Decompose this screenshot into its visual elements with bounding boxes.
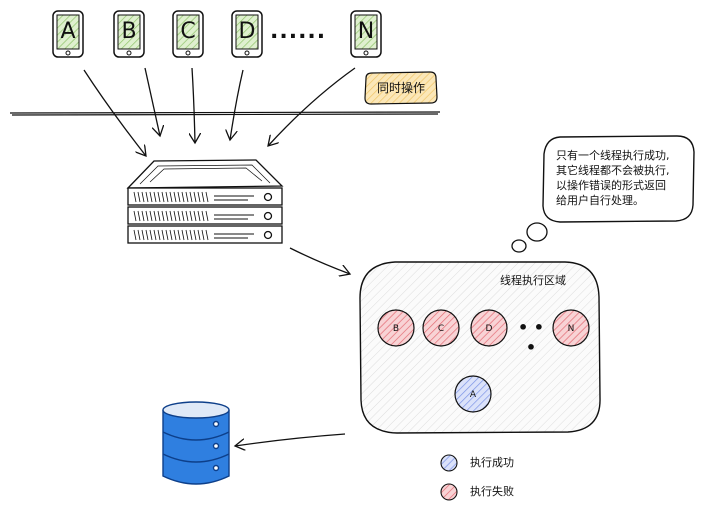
phone-letter-a: A bbox=[60, 19, 76, 44]
thread-label-d: D bbox=[485, 324, 493, 334]
phone-a bbox=[52, 10, 84, 58]
phone-c bbox=[172, 10, 204, 58]
simultaneous-note-tag bbox=[364, 71, 438, 105]
thread-node-a bbox=[454, 375, 492, 413]
thread-ellipsis: • • • bbox=[517, 318, 545, 357]
phone-d bbox=[231, 10, 263, 58]
thread-node-d bbox=[470, 309, 508, 347]
simultaneous-note-label: 同时操作 bbox=[376, 81, 425, 95]
thread-node-n bbox=[552, 309, 590, 347]
thread-label-n: N bbox=[567, 324, 575, 334]
divider-line bbox=[9, 111, 441, 116]
phone-letter-c: C bbox=[180, 19, 196, 44]
legend-fail-swatch bbox=[440, 483, 458, 501]
area-to-database-arrow bbox=[235, 433, 346, 446]
thread-label-a: A bbox=[469, 390, 477, 400]
thought-bubble-dot-large bbox=[526, 222, 548, 242]
legend-success-swatch bbox=[440, 454, 458, 472]
execution-area-box bbox=[359, 261, 601, 434]
thought-bubble-line-3: 以操作错误的形式返回 bbox=[556, 179, 666, 192]
thread-node-c bbox=[422, 309, 460, 347]
phone-letter-n: N bbox=[357, 19, 375, 44]
phone-letter-b: B bbox=[121, 19, 137, 44]
server-icon bbox=[126, 159, 284, 244]
server-to-area-arrow bbox=[289, 247, 350, 274]
phone-b bbox=[113, 10, 145, 58]
database-icon bbox=[162, 401, 230, 485]
thought-bubble-line-1: 只有一个线程执行成功, bbox=[556, 149, 670, 162]
thought-bubble-line-2: 其它线程都不会被执行, bbox=[556, 164, 670, 177]
thought-bubble bbox=[542, 135, 695, 223]
thought-bubble-line-4: 给用户自行处理。 bbox=[556, 194, 644, 207]
thread-node-b bbox=[377, 309, 415, 347]
legend-fail-label: 执行失败 bbox=[470, 485, 514, 498]
legend-success-label: 执行成功 bbox=[470, 456, 514, 469]
thread-label-b: B bbox=[392, 324, 400, 334]
request-arrows bbox=[83, 67, 356, 156]
thread-label-c: C bbox=[437, 324, 445, 334]
thought-bubble-dot-small bbox=[511, 239, 527, 253]
execution-area-title: 线程执行区域 bbox=[500, 274, 566, 287]
phone-ellipsis: ...... bbox=[270, 19, 327, 44]
phone-letter-d: D bbox=[238, 19, 256, 44]
phone-n bbox=[350, 10, 382, 58]
